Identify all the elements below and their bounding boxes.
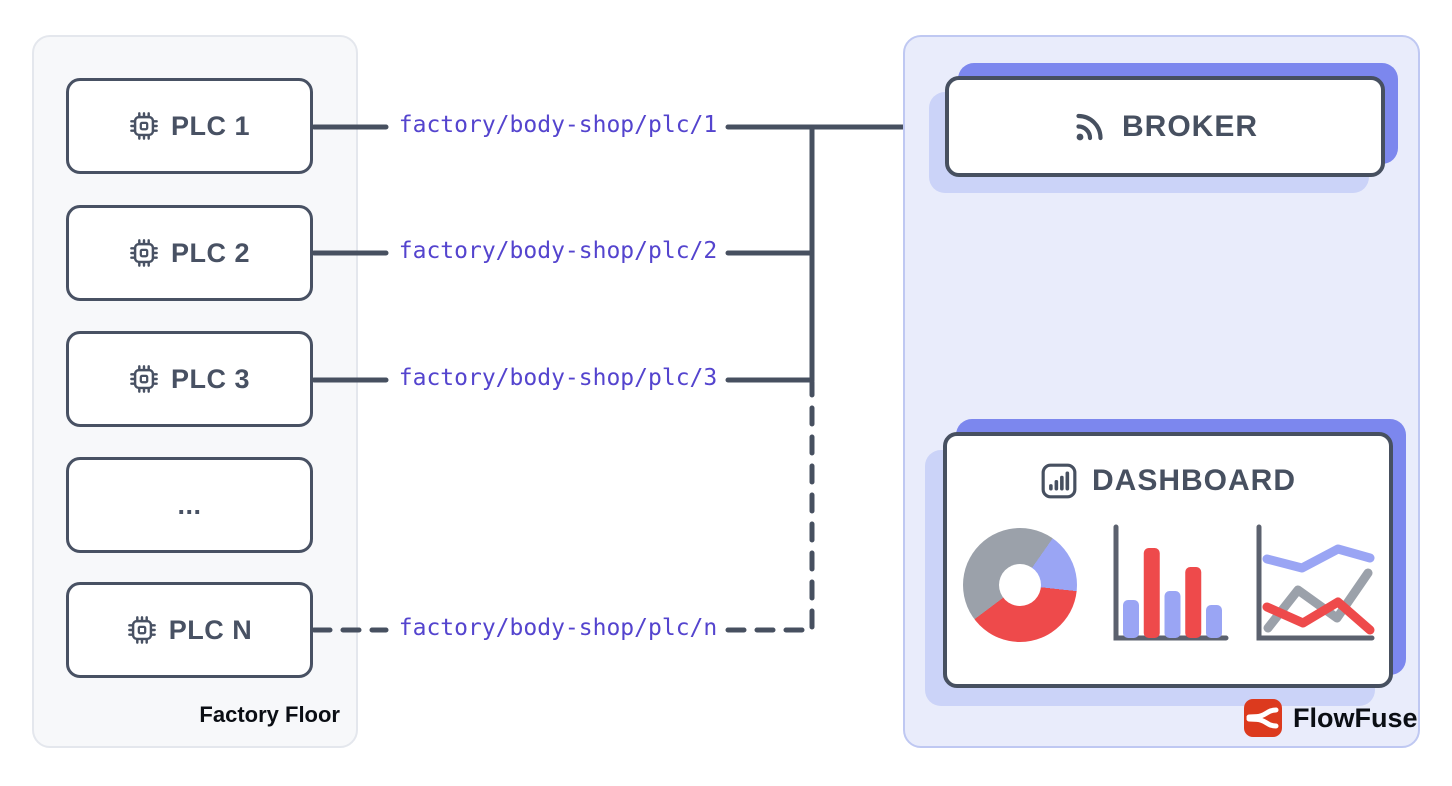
plc-n-node: PLC N bbox=[66, 582, 313, 678]
dashboard-label: DASHBOARD bbox=[1092, 464, 1296, 497]
plc-3-node: PLC 3 bbox=[66, 331, 313, 427]
topic-plc-3: factory/body-shop/plc/3 bbox=[398, 365, 718, 391]
cpu-icon bbox=[129, 111, 159, 141]
donut-chart bbox=[963, 528, 1077, 642]
flowfuse-logo-icon bbox=[1243, 698, 1283, 738]
topic-plc-1: factory/body-shop/plc/1 bbox=[398, 112, 718, 138]
topic-plc-2: factory/body-shop/plc/2 bbox=[398, 238, 718, 264]
plc-1-node: PLC 1 bbox=[66, 78, 313, 174]
brand-name: FlowFuse bbox=[1293, 702, 1418, 733]
plc-ellipsis-node: ... bbox=[66, 457, 313, 553]
rss-icon bbox=[1072, 109, 1108, 145]
broker-box: BROKER bbox=[945, 76, 1385, 177]
plc-3-label: PLC 3 bbox=[170, 363, 251, 394]
cpu-icon bbox=[127, 615, 157, 645]
brand-logo: FlowFuse bbox=[1243, 698, 1418, 738]
broker-label: BROKER bbox=[1121, 109, 1258, 143]
plc-n-label: PLC N bbox=[168, 614, 253, 645]
factory-floor-caption: Factory Floor bbox=[199, 702, 340, 727]
plc-ellipsis-label: ... bbox=[177, 489, 202, 520]
plc-2-label: PLC 2 bbox=[170, 237, 251, 268]
bar-chart-icon bbox=[1040, 462, 1078, 500]
topic-plc-n: factory/body-shop/plc/n bbox=[398, 615, 718, 641]
plc-2-node: PLC 2 bbox=[66, 205, 313, 301]
donut-hole bbox=[999, 564, 1041, 606]
plc-1-label: PLC 1 bbox=[170, 110, 251, 141]
cpu-icon bbox=[129, 238, 159, 268]
cpu-icon bbox=[129, 364, 159, 394]
